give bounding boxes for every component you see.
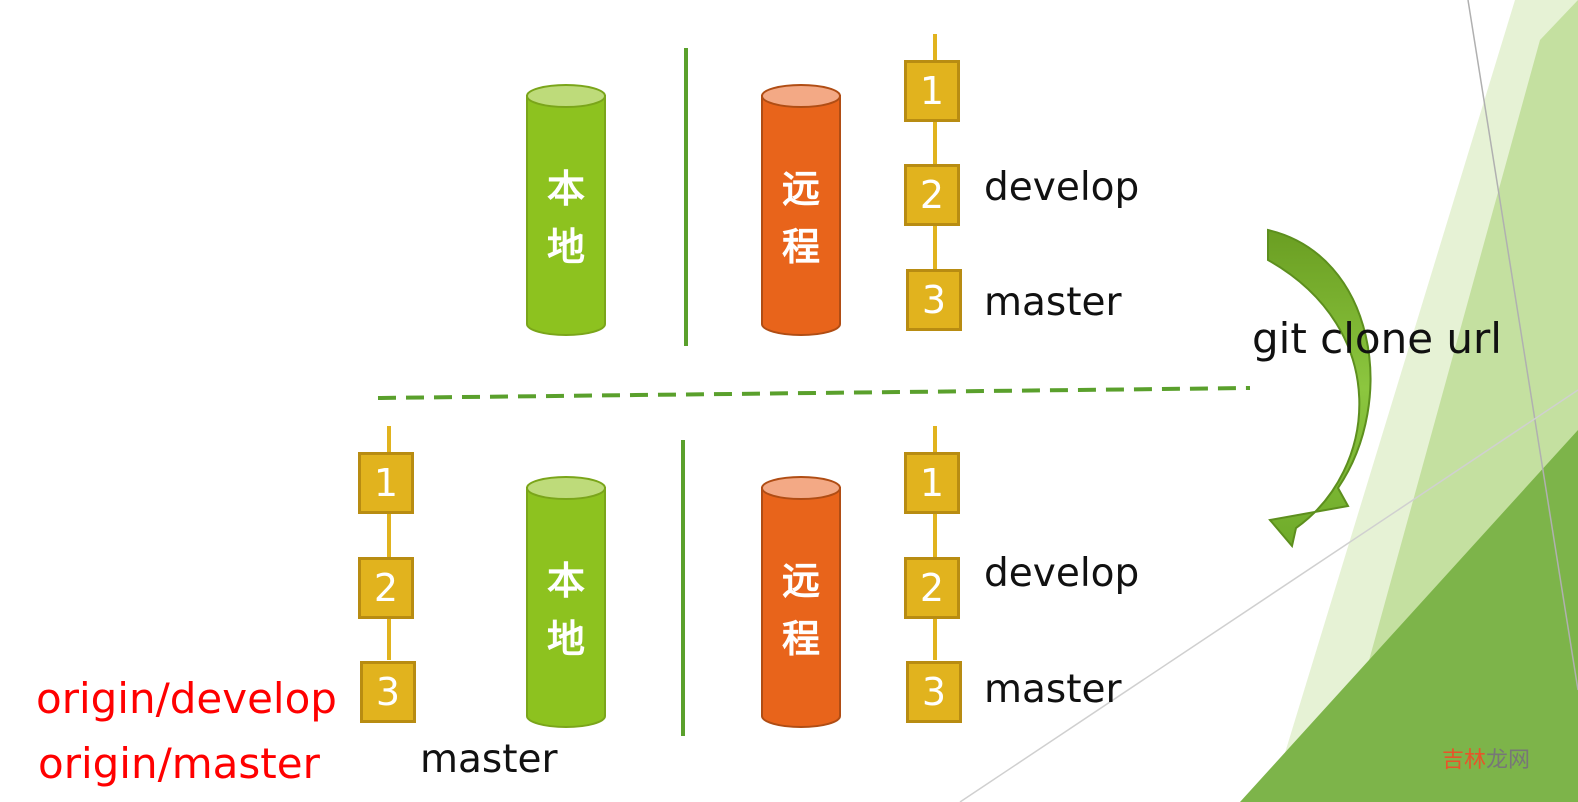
bottom-local-commit-2: 2: [358, 557, 414, 619]
bottom-local-cylinder: [526, 476, 606, 728]
bottom-local-commit-1: 1: [358, 452, 414, 514]
bottom-local-commit-3: 3: [360, 661, 416, 723]
bottom-local-label: 本地: [546, 558, 585, 661]
bg-dark-triangle: [1240, 430, 1578, 802]
bottom-remote-label: 远程: [781, 558, 820, 661]
bottom-develop-label: develop: [984, 551, 1140, 596]
bg-line: [959, 389, 1578, 802]
bottom-local-master-label: master: [420, 737, 558, 782]
top-remote-label: 远程: [781, 166, 820, 269]
top-remote-commit-1: 1: [904, 60, 960, 122]
top-master-label: master: [984, 280, 1122, 325]
curved-arrow-icon: [1267, 228, 1372, 549]
bottom-remote-commit-2: 2: [904, 557, 960, 619]
bottom-master-label: master: [984, 667, 1122, 712]
bg-line: [1467, 0, 1578, 691]
watermark: 吉林龙网: [1441, 748, 1530, 773]
top-local-cylinder: [526, 84, 606, 336]
top-develop-label: develop: [984, 165, 1140, 210]
top-remote-commit-2: 2: [904, 164, 960, 226]
section-separator: [377, 386, 1251, 400]
bottom-remote-commit-1: 1: [904, 452, 960, 514]
bottom-remote-commit-3: 3: [906, 661, 962, 723]
git-clone-command: git clone url: [1252, 314, 1502, 363]
bottom-remote-cylinder: [761, 476, 841, 728]
top-remote-commit-3: 3: [906, 269, 962, 331]
top-local-label: 本地: [546, 166, 585, 269]
top-remote-cylinder: [761, 84, 841, 336]
origin-master-label: origin/master: [38, 739, 320, 788]
origin-develop-label: origin/develop: [36, 674, 337, 723]
